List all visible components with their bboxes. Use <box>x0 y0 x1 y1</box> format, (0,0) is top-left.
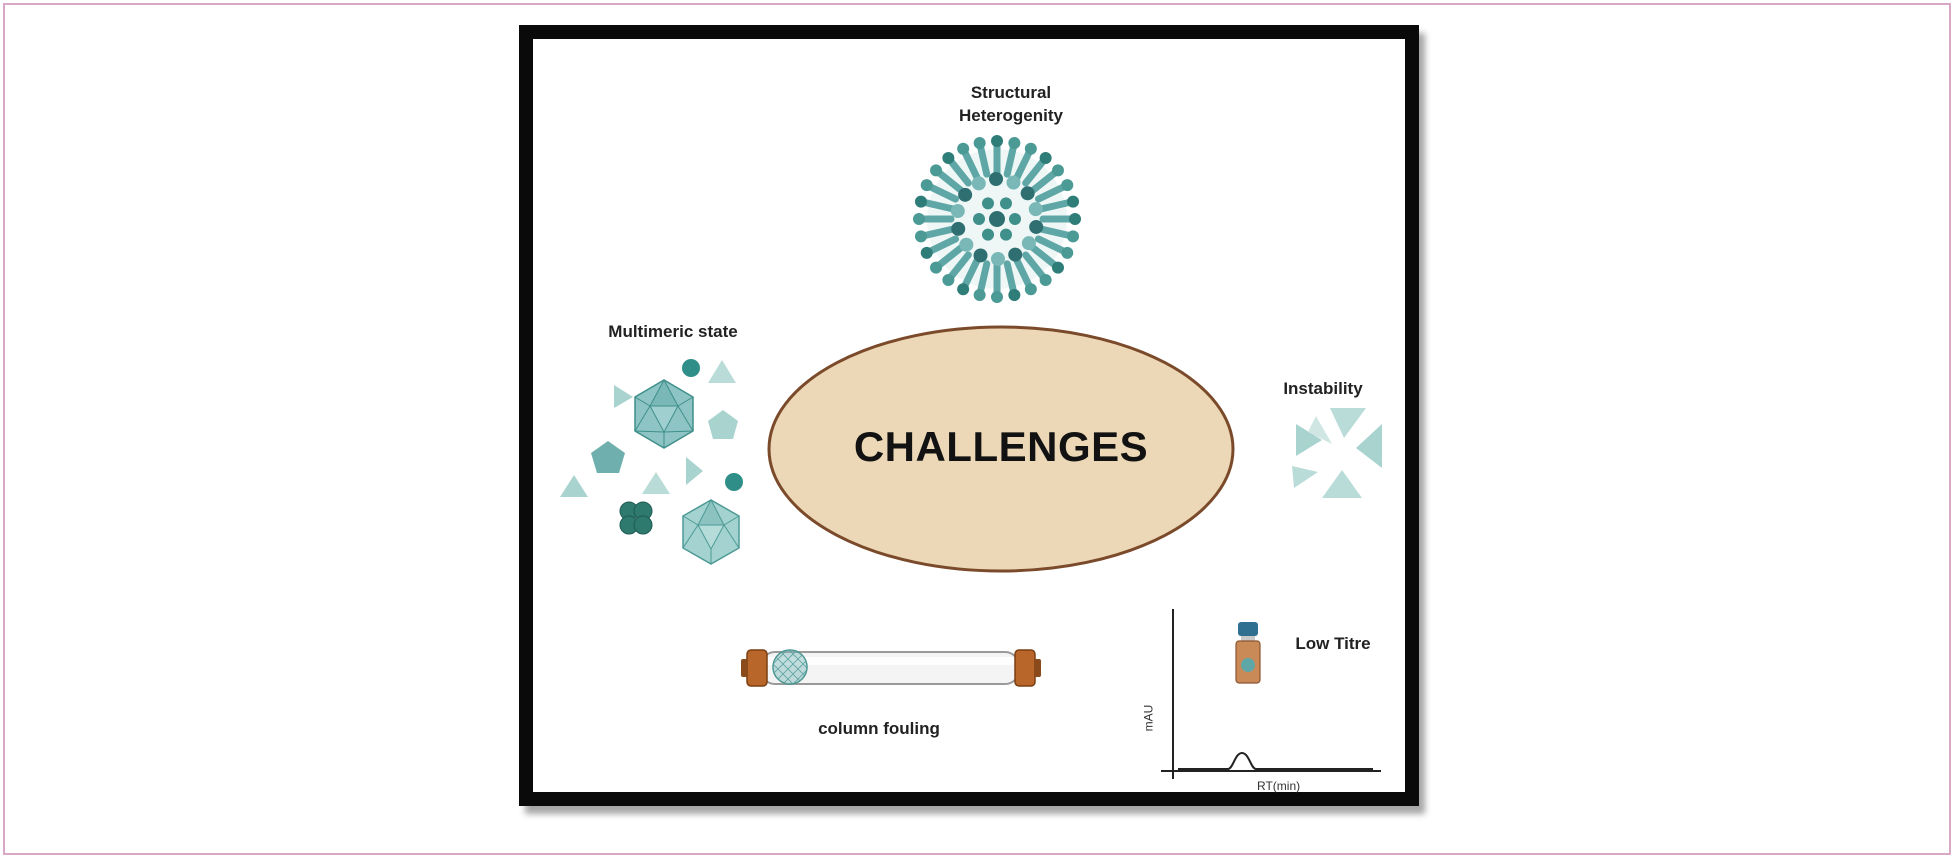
chromatogram-icon <box>1161 609 1381 779</box>
vial-icon <box>1235 622 1261 684</box>
triangle-icon <box>708 360 736 383</box>
instability-fragments-icon <box>1292 408 1382 498</box>
instability-label: Instability <box>1283 379 1363 398</box>
pentagon-icon <box>708 410 738 439</box>
icosahedron-icon <box>682 498 740 565</box>
triangle-icon <box>642 472 670 494</box>
triangle-icon <box>686 457 703 485</box>
low-titre-label: Low Titre <box>1295 634 1371 653</box>
sphere-icon <box>725 473 743 491</box>
diagram-canvas <box>560 135 1382 779</box>
icosahedron-icon <box>634 378 694 449</box>
pentagon-icon <box>591 441 625 473</box>
chromatography-column-icon <box>741 649 1041 687</box>
structural-label: Structural Heterogenity <box>911 81 1111 127</box>
x-axis-label: RT(min) <box>1257 779 1301 793</box>
diagram-frame: Structural Heterogenity Multimeric state… <box>519 25 1419 806</box>
challenges-title: CHALLENGES <box>853 423 1149 470</box>
multimeric-label: Multimeric state <box>608 322 738 341</box>
sphere-icon <box>682 359 700 377</box>
y-axis-label: mAU <box>1141 704 1156 732</box>
challenges-ellipse <box>767 325 1235 573</box>
structural-label-line1: Structural <box>970 83 1052 102</box>
virus-icon <box>913 135 1081 303</box>
triangle-icon <box>614 385 633 408</box>
tetramer-icon <box>619 501 653 535</box>
structural-label-line2: Heterogenity <box>959 106 1063 125</box>
outer-border <box>3 3 1951 855</box>
triangle-icon <box>560 475 588 497</box>
column-fouling-label: column fouling <box>818 719 940 738</box>
multimeric-cluster-icon <box>560 359 743 565</box>
fouling-particles-icon <box>772 649 808 685</box>
